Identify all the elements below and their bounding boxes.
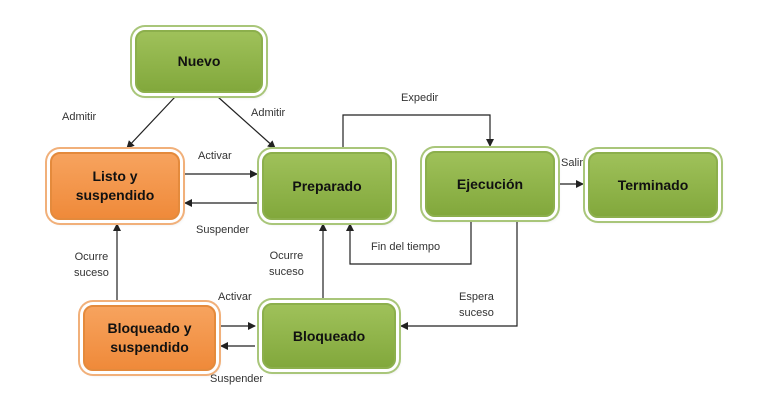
label-ocurre-suceso-mid: Ocurre suceso — [269, 249, 304, 281]
label-suspender-bottom: Suspender — [210, 373, 264, 385]
state-bloqueado: Bloqueado — [262, 303, 396, 369]
state-nuevo-label: Nuevo — [177, 53, 221, 70]
label-fin-del-tiempo: Fin del tiempo — [371, 241, 441, 253]
label-suspender-top: Suspender — [196, 224, 250, 236]
state-terminado-label: Terminado — [617, 176, 689, 193]
state-bloqueado-suspendido-line2: suspendido — [110, 339, 189, 355]
state-ejecucion: Ejecución — [425, 151, 555, 217]
label-ocurre-suceso-left: Ocurre suceso — [74, 250, 109, 282]
state-bloqueado-label: Bloqueado — [292, 327, 366, 344]
state-listo-suspendido-line1: Listo y — [92, 168, 138, 185]
label-ocurre-suceso-left-line2: suceso — [74, 266, 109, 279]
label-admitir-left: Admitir — [62, 111, 97, 123]
state-listo-suspendido: Listo y suspendido — [50, 152, 180, 220]
arrow-fin-del-tiempo — [346, 220, 472, 265]
label-espera-suceso: Espera suceso — [459, 290, 494, 322]
state-listo-suspendido-line2: suspendido — [75, 187, 155, 203]
label-activar-top: Activar — [198, 150, 232, 162]
arrow-expedir — [342, 114, 494, 148]
arrow-admitir-right — [217, 96, 276, 149]
state-ejecucion-label: Ejecución — [456, 175, 524, 192]
state-preparado-label: Preparado — [292, 177, 362, 194]
state-preparado: Preparado — [262, 152, 392, 220]
label-espera-suceso-line1: Espera — [459, 291, 494, 303]
state-terminado: Terminado — [588, 152, 718, 218]
state-bloqueado-suspendido: Bloqueado y suspendido — [83, 305, 216, 371]
arrow-admitir-left — [126, 96, 176, 149]
label-salir: Salir — [561, 157, 584, 169]
label-espera-suceso-line2: suceso — [459, 306, 494, 319]
label-ocurre-suceso-mid-line1: Ocurre — [269, 250, 304, 262]
arrow-espera-suceso — [400, 220, 518, 330]
label-activar-bottom: Activar — [218, 291, 252, 303]
label-ocurre-suceso-mid-line2: suceso — [269, 265, 304, 278]
state-bloqueado-suspendido-line1: Bloqueado y — [107, 320, 192, 337]
label-ocurre-suceso-left-line1: Ocurre — [74, 251, 109, 263]
label-admitir-right: Admitir — [251, 107, 286, 119]
label-expedir: Expedir — [401, 92, 439, 104]
state-nuevo: Nuevo — [135, 30, 263, 93]
